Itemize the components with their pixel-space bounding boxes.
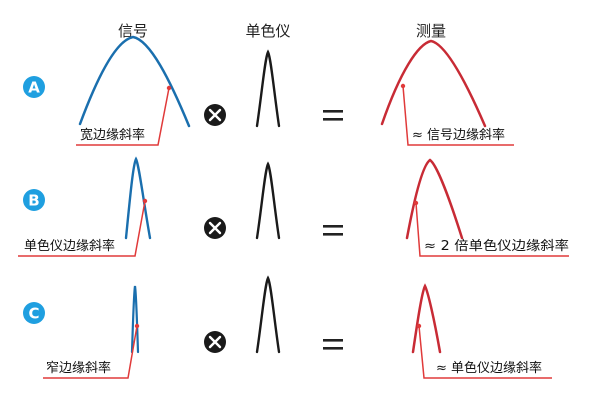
slope-pointer-a [76, 87, 170, 146]
convolve-icon-c [204, 331, 226, 353]
signal-label-a: 宽边缘斜率 [80, 127, 145, 143]
measured-curve-a [380, 39, 487, 128]
convolve-icon-a [204, 104, 226, 126]
measure-pointer-a [402, 85, 514, 146]
measure-dot-c [416, 323, 422, 329]
signal-label-b: 单色仪边缘斜率 [24, 238, 115, 254]
row-a: A 宽边缘斜率 ≈ 信号边缘斜率 [23, 35, 514, 146]
header-measure: 测量 [416, 22, 446, 40]
convolve-icon-b [204, 217, 226, 239]
badge-a-label: A [28, 79, 40, 97]
badge-a [23, 76, 45, 98]
measure-dot-a [400, 83, 406, 89]
signal-curve-b [124, 156, 152, 240]
measure-dot-b [413, 200, 419, 206]
instrument-curve-c [255, 275, 281, 354]
slope-dot-b [142, 198, 148, 204]
measure-label-c: ≈ 单色仪边缘斜率 [436, 360, 542, 376]
measure-pointer-c [418, 325, 552, 379]
equals-icon-c [323, 339, 343, 350]
header-instrument: 单色仪 [245, 22, 290, 40]
badge-b [23, 189, 45, 211]
instrument-curve-a [255, 49, 281, 128]
row-b: B 单色仪边缘斜率 ≈ 2 倍单色仪边缘斜率 [18, 156, 569, 257]
measured-curve-c [411, 283, 442, 354]
equals-icon-a [323, 110, 343, 121]
measure-label-a: ≈ 信号边缘斜率 [412, 127, 505, 143]
slope-pointer-b [18, 200, 146, 257]
signal-curve-a [78, 35, 191, 128]
signal-label-c: 窄边缘斜率 [46, 360, 111, 376]
badge-c [23, 302, 45, 324]
measure-label-b: ≈ 2 倍单色仪边缘斜率 [424, 238, 569, 254]
header-signal: 信号 [118, 22, 148, 40]
equals-icon-b [323, 225, 343, 236]
row-c: C 窄边缘斜率 ≈ 单色仪边缘斜率 [23, 275, 552, 379]
instrument-curve-b [255, 161, 281, 240]
measure-pointer-b [415, 202, 569, 257]
badge-b-label: B [28, 192, 39, 210]
badge-c-label: C [28, 305, 39, 323]
signal-curve-c [130, 285, 140, 354]
slope-dot-a [166, 85, 172, 91]
slope-pointer-c [43, 325, 138, 379]
measured-curve-b [405, 158, 464, 240]
slope-dot-c [134, 323, 140, 329]
